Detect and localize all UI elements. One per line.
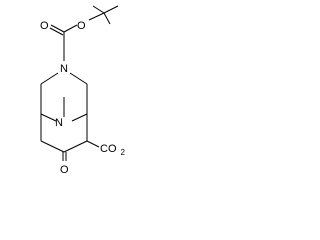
bond-left-bridgehead-n (40, 113, 57, 122)
bond-ch2-ketone-c (40, 140, 65, 153)
atom-label-carbonyl-o: O (40, 20, 49, 32)
bond-tbu-methyl-1 (92, 5, 105, 14)
bond-n-ch2-left (40, 72, 59, 85)
bond-tbu-methyl-2 (103, 5, 119, 14)
bond-n-ch2-right (69, 72, 88, 85)
atom-label-ester-o: O (77, 20, 86, 32)
bond-ketone-c-ester-c (63, 140, 88, 153)
atom-label-ring-n: N (60, 63, 68, 75)
bond-carbonyl-c-o-double-b (49, 27, 64, 36)
boc-carbamate (49, 24, 78, 61)
atom-label-ketone-o: O (60, 164, 69, 175)
bond-carbonyl-c-o-double-a (50, 24, 65, 33)
bicyclic-ring (40, 72, 88, 153)
ester-label-co: CO (100, 143, 117, 155)
atom-label-bridge-n: N (55, 117, 63, 129)
bond-ester-substituent (86, 140, 100, 148)
tert-butyl-group (88, 5, 119, 25)
chemical-structure: O O N N O CO 2 CH 3 (40, 5, 126, 175)
ester-label-sub-2: 2 (121, 148, 126, 157)
atom-label-ester-group: CO 2 CH 3 (100, 139, 126, 159)
bond-right-bridgehead-n (71, 113, 88, 122)
ketone-group (62, 152, 67, 161)
bond-o-carbonyl-c (63, 24, 78, 33)
bond-tbu-methyl-3 (103, 12, 111, 25)
bond-tbu-o (88, 12, 105, 21)
